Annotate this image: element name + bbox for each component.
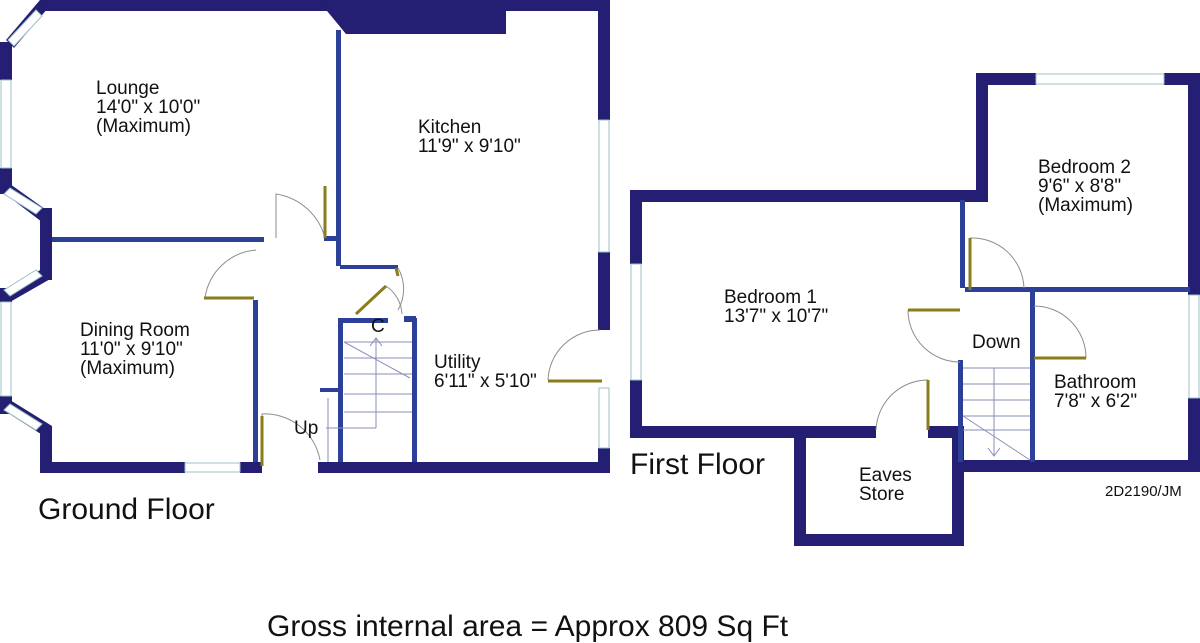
stair-right-wall xyxy=(412,318,417,462)
lounge-dining-outer-wall xyxy=(40,208,52,280)
stairs-down-arrow-icon xyxy=(987,447,1001,457)
dining-window xyxy=(184,462,241,473)
dining-bay-window-bottom xyxy=(3,403,43,431)
bathroom-left-partition xyxy=(1030,292,1035,462)
utility-window xyxy=(598,387,610,449)
first-floor-title: First Floor xyxy=(630,448,765,481)
gross-area-caption: Gross internal area = Approx 809 Sq Ft xyxy=(267,610,789,643)
lounge-door-swing xyxy=(275,193,326,239)
eaves-left-wall xyxy=(794,426,806,546)
dining-bottom-wall-right xyxy=(240,462,262,473)
bedroom1-bottom-wall-left xyxy=(630,426,876,438)
kitchen-window xyxy=(598,119,610,253)
kitchen-door-swing xyxy=(397,267,405,311)
eaves-door-swing xyxy=(875,379,929,431)
first-floor-stairs xyxy=(962,367,1031,461)
cupboard-wall-stub xyxy=(404,316,416,322)
dining-bottom-wall-left xyxy=(40,462,185,473)
dining-left-wall-lower xyxy=(40,426,52,473)
stair-left-wall xyxy=(338,318,343,462)
dining-hall-partition xyxy=(253,300,258,462)
bedroom1-left-wall-upper xyxy=(630,190,642,264)
dining-bay-window-top xyxy=(3,269,43,297)
stairs-up-arrow-icon xyxy=(369,337,383,347)
eaves-bottom-wall xyxy=(794,534,964,546)
landing-bottom-wall xyxy=(952,460,1200,472)
stair-left-wall-ff xyxy=(958,360,963,462)
lounge-bay-window-top xyxy=(7,9,43,47)
stair-end-wall xyxy=(320,388,340,392)
kitchen-right-wall-mid xyxy=(598,252,610,330)
bedroom2-left-wall xyxy=(976,73,988,201)
utility-door-swing xyxy=(547,329,601,381)
lounge-bay-window-bottom xyxy=(3,187,43,215)
bathroom-door-swing xyxy=(1033,305,1087,359)
bedroom2-right-wall xyxy=(1188,73,1200,295)
kitchen-door-leaf xyxy=(394,267,400,277)
chimney-breast xyxy=(318,0,506,34)
ground-floor-title: Ground Floor xyxy=(38,493,215,526)
bathroom-right-wall-lower xyxy=(1188,398,1200,472)
stairs-up-label: Up xyxy=(294,418,318,439)
lounge-bay-window xyxy=(0,79,12,169)
front-door-swing xyxy=(261,413,321,462)
bedroom2-window xyxy=(1035,73,1165,85)
dining-bay-window xyxy=(0,301,12,397)
bathroom-window xyxy=(1188,294,1200,399)
bedroom1-door-swing xyxy=(907,309,961,363)
kitchen-right-wall-upper xyxy=(598,0,610,120)
cupboard-door-swing xyxy=(385,285,403,315)
bedroom1-window xyxy=(630,263,642,381)
dining-door-swing xyxy=(204,249,257,299)
kitchen-bottom-wall xyxy=(318,462,610,473)
lounge-bay-wall-upper xyxy=(0,42,12,80)
bedroom1-landing-partition xyxy=(960,200,965,288)
lounge-kitchen-partition xyxy=(336,30,341,266)
bedroom1-top-wall xyxy=(630,190,988,202)
bedroom2-door-swing xyxy=(969,237,1025,289)
cupboard-label: C xyxy=(371,316,385,337)
cupboard-door-leaf xyxy=(354,284,388,316)
drawing-reference: 2D2190/JM xyxy=(1105,483,1182,500)
hall-wall-stub xyxy=(324,236,338,241)
lounge-dining-partition xyxy=(52,237,264,242)
stairs-down-label: Down xyxy=(972,332,1021,353)
ground-stairs xyxy=(326,337,412,462)
cupboard-top-wall xyxy=(340,318,388,323)
bedroom2-bottom-partition xyxy=(965,287,1190,292)
bedroom2-top-wall-left xyxy=(976,73,1036,85)
bedroom1-left-wall-lower xyxy=(630,380,642,438)
kitchen-hall-partition xyxy=(340,265,398,269)
